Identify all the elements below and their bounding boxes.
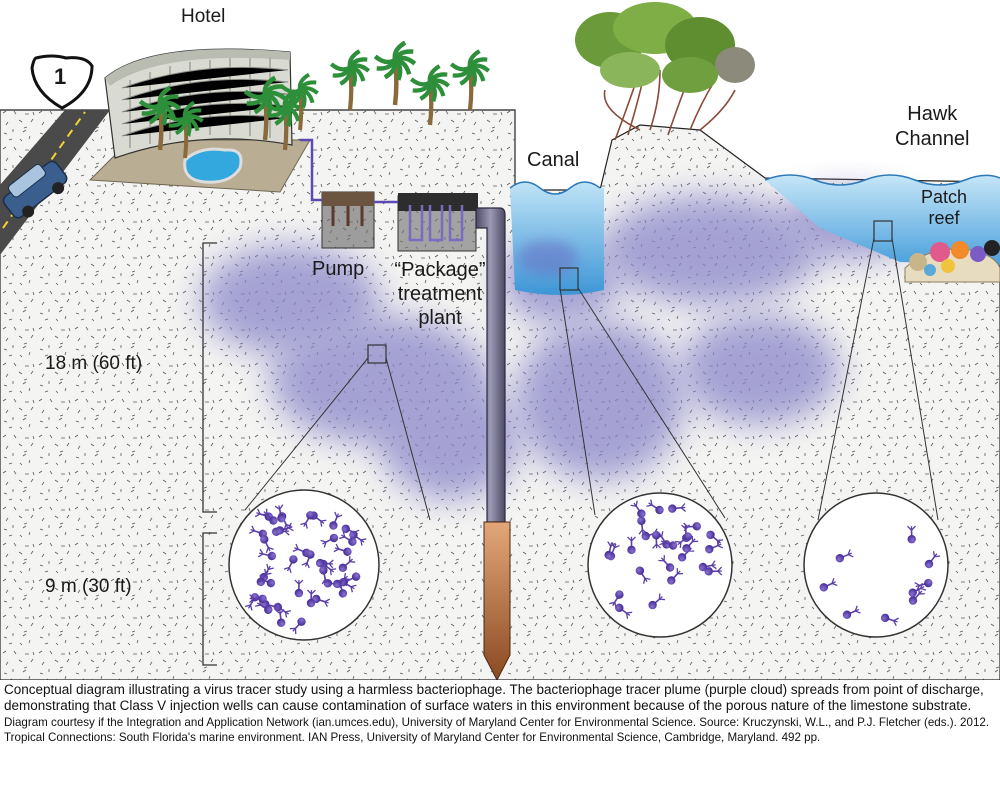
bacteriophage-icon (667, 568, 684, 585)
bacteriophage-icon (300, 511, 315, 529)
depth-label-18m: 18 m (60 ft) (45, 353, 143, 374)
palm-tree (166, 100, 204, 159)
bacteriophage-icon (257, 574, 276, 588)
diagram-stage (0, 2, 1000, 680)
patch-reef (904, 240, 1000, 283)
palm-tree (449, 49, 491, 111)
bacteriophage-icon (880, 613, 899, 627)
bacteriophage-icon (646, 499, 664, 515)
bacteriophage-icon (908, 582, 927, 597)
bacteriophage-icon (698, 560, 717, 572)
bacteriophage-icon (333, 543, 352, 556)
bacteriophage-icon (275, 608, 286, 627)
bacteriophage-icon (301, 550, 315, 569)
bacteriophage-icon (249, 594, 267, 604)
bacteriophage-icon (275, 522, 294, 535)
bacteriophage-icon (319, 566, 331, 585)
bacteriophage-icon (675, 532, 693, 548)
bacteriophage-icon (255, 599, 273, 614)
bacteriophage-icon (924, 551, 941, 569)
bacteriophage-icon (682, 535, 699, 553)
bacteriophage-icon (260, 535, 274, 554)
bacteriophage-icon (907, 525, 916, 544)
bacteriophage-icon (668, 503, 687, 513)
bacteriophage-icon (257, 548, 276, 561)
injection-well (475, 207, 511, 680)
canal-label: Canal (527, 149, 580, 171)
treatment-plant (300, 138, 478, 252)
hotel-grounds (88, 139, 311, 193)
bacteriophage-icon (283, 555, 298, 573)
bacteriophage-icon (320, 533, 339, 548)
caption-main-text: Conceptual diagram illustrating a virus … (4, 682, 984, 713)
canal-water (509, 181, 604, 295)
highway-shield-number: 1 (54, 64, 67, 89)
palm-tree (373, 40, 417, 106)
bacteriophage-icon (339, 531, 357, 546)
palm-tree (329, 49, 371, 111)
bacteriophage-icon (609, 590, 624, 608)
bacteriophage-icon (635, 566, 651, 584)
palm-tree (243, 75, 287, 141)
bacteriophage-icon (627, 536, 636, 555)
bacteriophage-icon (706, 530, 724, 547)
bacteriophage-icon (329, 511, 343, 530)
bacteriophage-particles (244, 499, 941, 635)
bacteriophage-icon (315, 558, 334, 569)
bacteriophage-icon (652, 531, 662, 549)
patch-reef-label: Patch reef (921, 187, 968, 229)
bacteriophage-icon (261, 508, 278, 525)
mangrove-tree (575, 2, 755, 141)
bacteriophage-icon (842, 605, 861, 619)
palm-tree (281, 72, 319, 131)
palm-tree (409, 64, 451, 126)
car (2, 160, 68, 219)
hotel-label: Hotel (181, 6, 226, 27)
hawk-channel-label: Hawk Channel (895, 103, 970, 150)
pump-label: Pump (312, 258, 365, 280)
bacteriophage-icon (705, 540, 724, 554)
pump-unit (321, 191, 375, 249)
bacteriophage-icon (338, 556, 356, 572)
bacteriophage-icon (648, 593, 666, 610)
depth-bracket-18m (202, 242, 217, 513)
bacteriophage-icon (658, 555, 675, 572)
bacteriophage-icon (289, 617, 306, 635)
bacteriophage-icon (306, 589, 316, 608)
palm-trees (138, 40, 491, 159)
bacteriophage-icon (630, 500, 646, 518)
depth-bracket-9m (202, 532, 217, 666)
bacteriophage-icon (274, 504, 286, 523)
hotel-building (104, 48, 293, 159)
bacteriophage-icon (294, 579, 304, 598)
bacteriophage-icon (659, 537, 678, 550)
bacteriophage-icon (333, 572, 351, 589)
depth-label-9m: 9 m (30 ft) (45, 576, 132, 597)
highway-shield-icon (30, 54, 94, 110)
bacteriophage-icon (835, 549, 854, 563)
figure-caption: Conceptual diagram illustrating a virus … (4, 682, 998, 745)
treatment-plant-label: “Package” treatment plant (394, 259, 486, 329)
bacteriophage-icon (349, 530, 367, 546)
bacteriophage-icon (604, 541, 616, 560)
bacteriophage-icon (819, 577, 838, 592)
bacteriophage-icon (704, 566, 723, 576)
diagram-svg (0, 2, 1000, 680)
bacteriophage-icon (615, 603, 633, 619)
caption-credit-text: Diagram courtesy if the Integration and … (4, 716, 990, 744)
